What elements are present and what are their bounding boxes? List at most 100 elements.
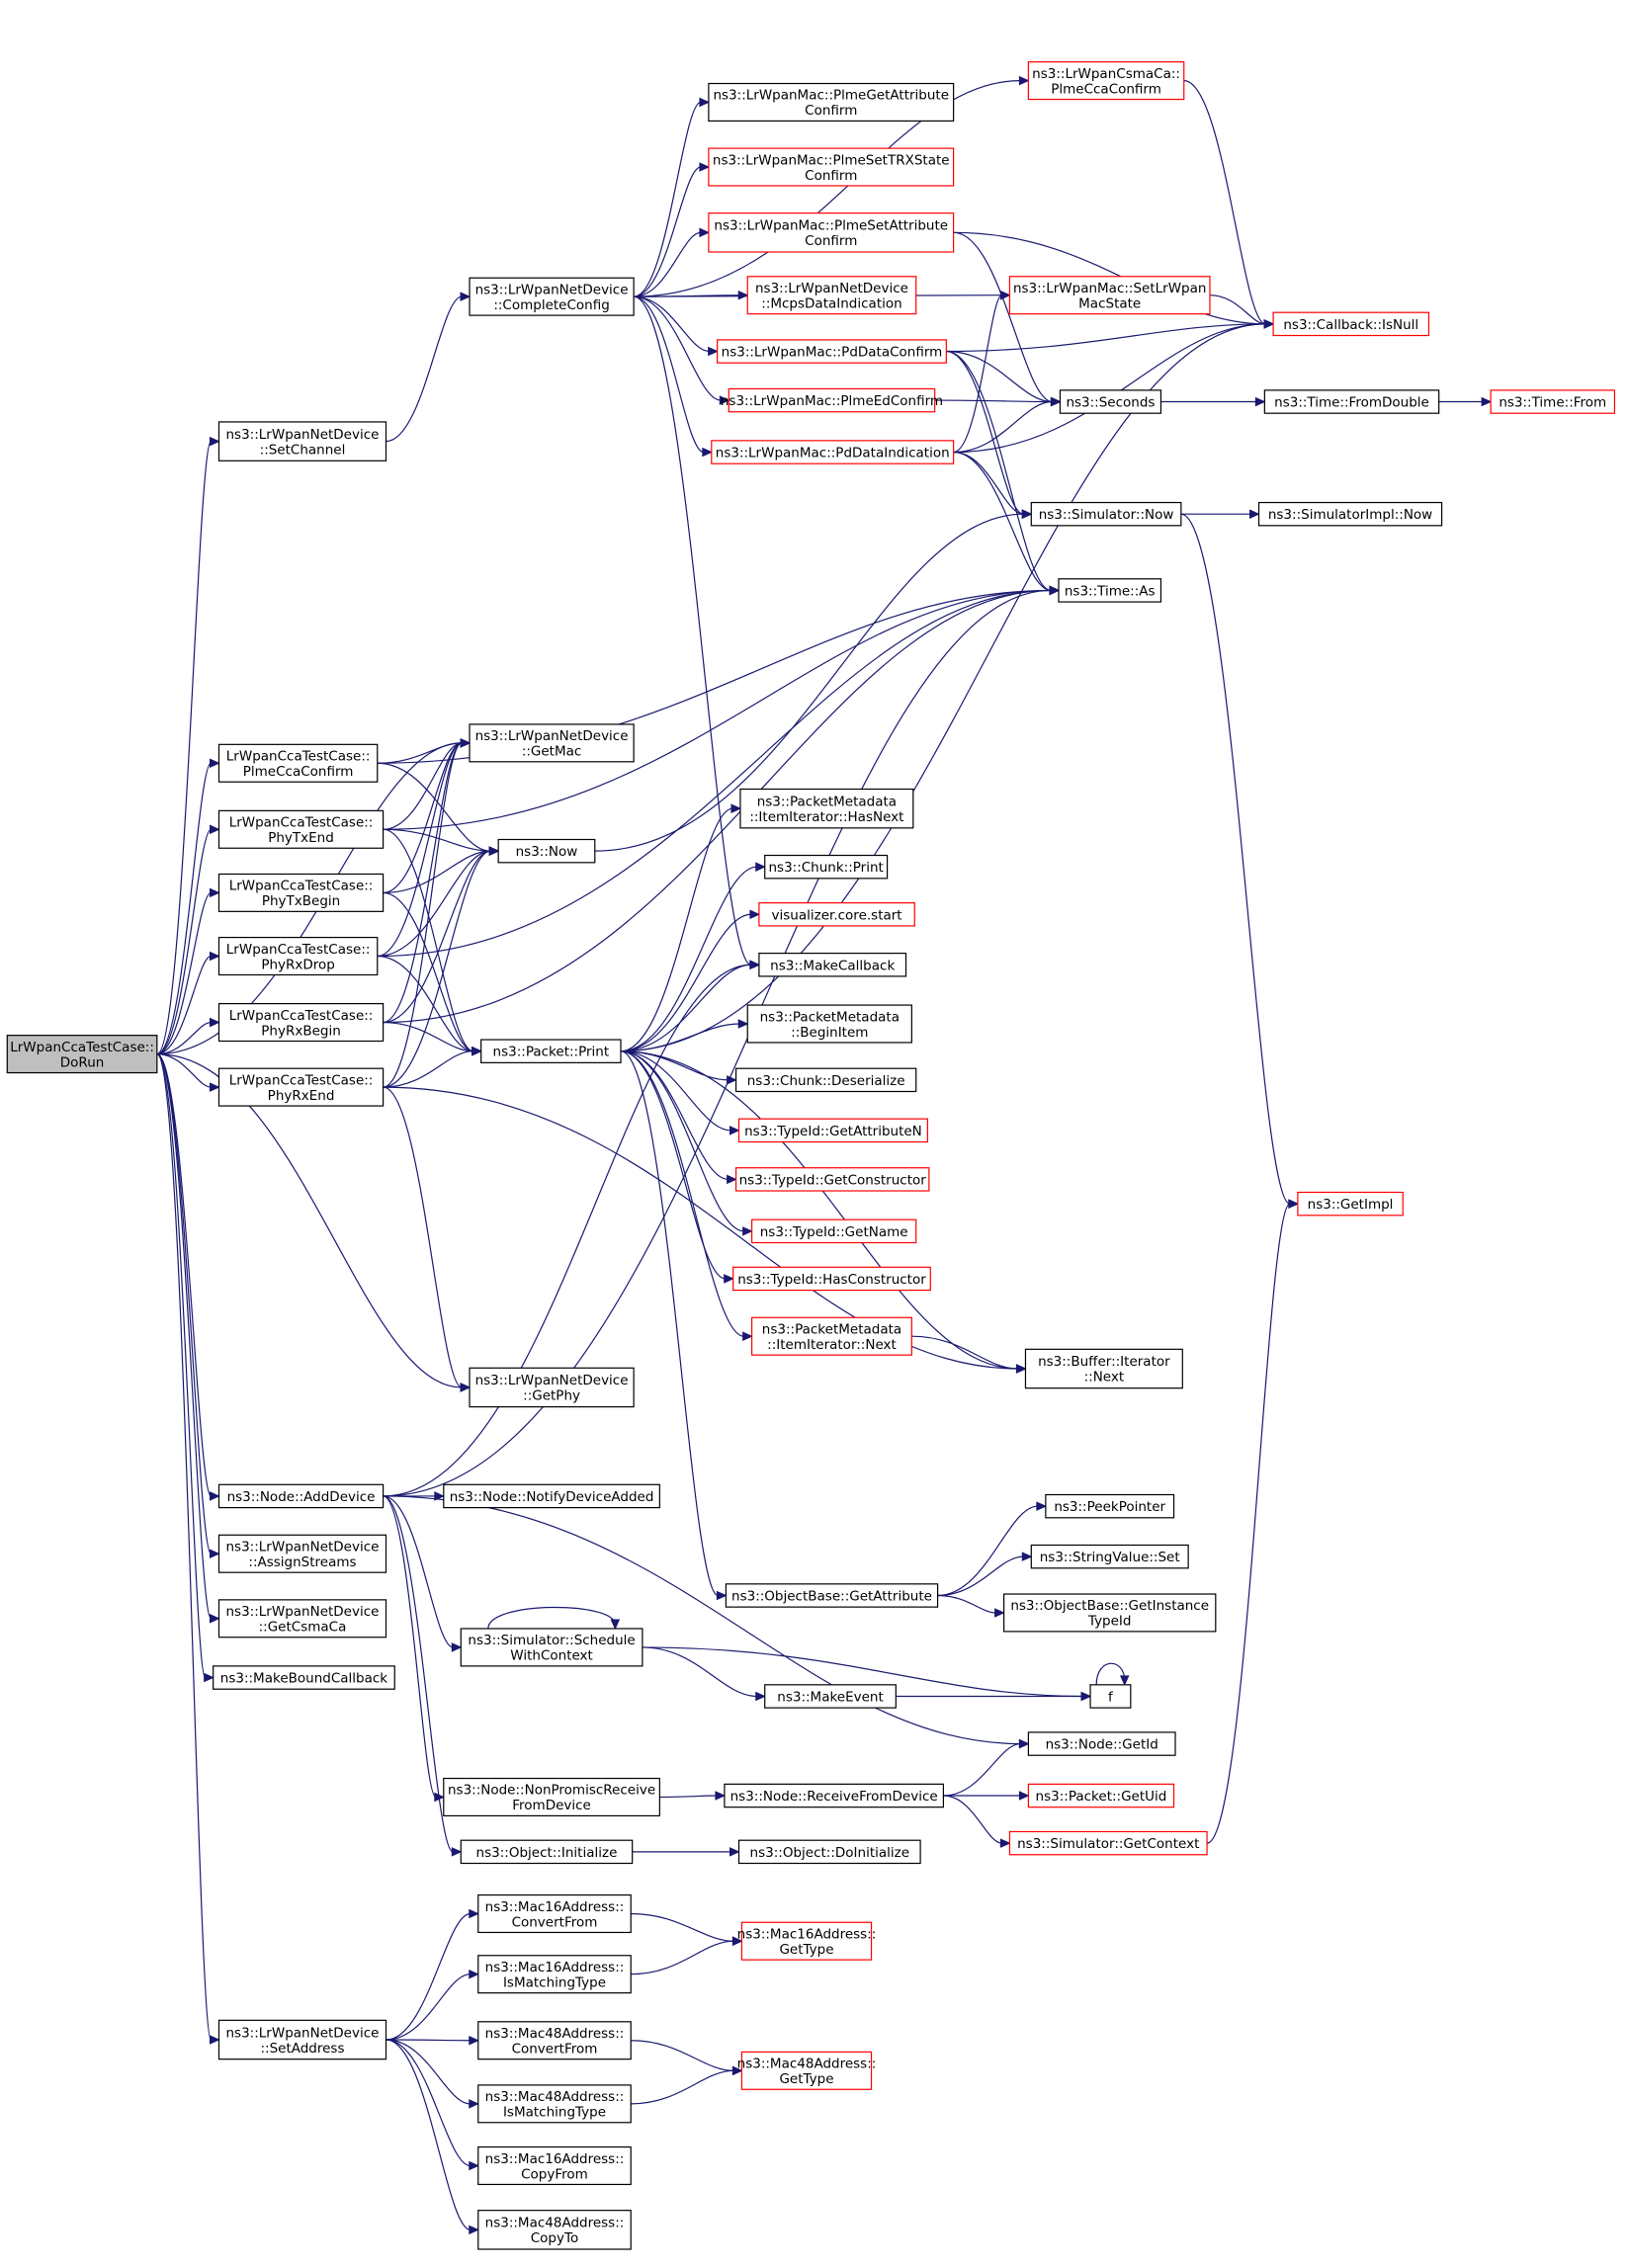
node-getImpl[interactable]: ns3::GetImpl — [1297, 1191, 1404, 1217]
node-pdDataIndication[interactable]: ns3::LrWpanMac::PdDataIndication — [711, 440, 955, 464]
arrowhead — [209, 2035, 220, 2045]
node-getMac[interactable]: ns3::LrWpanNetDevice::GetMac — [469, 723, 635, 763]
node-assignStreams[interactable]: ns3::LrWpanNetDevice::AssignStreams — [217, 1534, 387, 1573]
call-edge-phyRxEnd-to-getMac — [383, 738, 472, 1088]
node-box — [708, 147, 955, 187]
node-objInitialize[interactable]: ns3::Object::Initialize — [460, 1839, 634, 1865]
node-m16ConvertFrom[interactable]: ns3::Mac16Address::ConvertFrom — [477, 1893, 632, 1934]
node-makeCallback[interactable]: ns3::MakeCallback — [758, 953, 907, 977]
node-bufIterNext[interactable]: ns3::Buffer::Iterator::Next — [1024, 1348, 1183, 1389]
node-m16IsMatching[interactable]: ns3::Mac16Address::IsMatchingType — [477, 1955, 632, 1994]
node-tidGetCtor[interactable]: ns3::TypeId::GetConstructor — [734, 1167, 930, 1192]
arrowhead — [469, 2160, 479, 2171]
node-f[interactable]: f — [1089, 1684, 1132, 1709]
node-packetPrint[interactable]: ns3::Packet::Print — [480, 1039, 622, 1063]
node-m16GetType[interactable]: ns3::Mac16Address::GetType — [737, 1921, 877, 1961]
node-box — [217, 1599, 387, 1638]
node-label: ns3::LrWpanNetDevice — [755, 281, 908, 296]
call-edge-packetPrint-to-tidGetName — [621, 1050, 753, 1236]
node-doRun[interactable]: LrWpanCcaTestCase::DoRun — [6, 1035, 158, 1074]
node-getPhy[interactable]: ns3::LrWpanNetDevice::GetPhy — [469, 1367, 635, 1408]
call-edge-m48IsMatching-to-m48GetType — [631, 2065, 743, 2105]
node-m48GetType[interactable]: ns3::Mac48Address::GetType — [737, 2051, 877, 2090]
node-box — [737, 1839, 921, 1865]
call-edge-setAddress-to-m48ConvertFrom — [386, 2035, 479, 2046]
call-edge-setChannel-to-completeConfig — [386, 292, 472, 443]
node-simImplNow[interactable]: ns3::SimulatorImpl::Now — [1257, 501, 1443, 527]
node-phyRxDrop[interactable]: LrWpanCcaTestCase::PhyRxDrop — [217, 936, 379, 976]
node-label: ns3::Node::NotifyDeviceAdded — [450, 1489, 654, 1505]
node-csmaCcaConfirm[interactable]: ns3::LrWpanCsmaCa::PlmeCcaConfirm — [1027, 61, 1185, 101]
node-m16CopyFrom[interactable]: ns3::Mac16Address::CopyFrom — [477, 2145, 632, 2186]
call-edge-objGetAttr-to-strValueSet — [937, 1552, 1033, 1597]
node-box — [1257, 501, 1443, 527]
node-box — [497, 838, 596, 864]
node-vizStart[interactable]: visualizer.core.start — [758, 902, 915, 927]
node-box — [725, 1583, 939, 1608]
node-callbackIsNull[interactable]: ns3::Callback::IsNull — [1272, 311, 1430, 337]
node-label: CopyFrom — [521, 2166, 588, 2182]
node-label: LrWpanCcaTestCase:: — [229, 815, 374, 831]
node-mcpsData[interactable]: ns3::LrWpanNetDevice::McpsDataIndication — [746, 276, 917, 315]
node-pktBeginItem[interactable]: ns3::PacketMetadata::BeginItem — [746, 1004, 912, 1044]
node-pdDataConfirm[interactable]: ns3::LrWpanMac::PdDataConfirm — [717, 339, 947, 364]
node-tidGetAttrN[interactable]: ns3::TypeId::GetAttributeN — [737, 1118, 928, 1143]
node-box — [443, 1483, 660, 1509]
node-timeFromDouble[interactable]: ns3::Time::FromDouble — [1263, 389, 1440, 414]
node-label: ns3::TypeId::GetName — [760, 1224, 908, 1240]
node-tidGetName[interactable]: ns3::TypeId::GetName — [751, 1218, 917, 1244]
node-makeBoundCallback[interactable]: ns3::MakeBoundCallback — [213, 1665, 395, 1690]
node-chunkPrint[interactable]: ns3::Chunk::Print — [764, 854, 889, 880]
node-plmeCcaConfirmTC[interactable]: LrWpanCcaTestCase::PlmeCcaConfirm — [217, 743, 379, 783]
node-now[interactable]: ns3::Now — [497, 838, 596, 864]
node-simGetContext[interactable]: ns3::Simulator::GetContext — [1008, 1830, 1208, 1856]
node-phyRxEnd[interactable]: LrWpanCcaTestCase::PhyRxEnd — [217, 1067, 385, 1107]
node-makeEvent[interactable]: ns3::MakeEvent — [764, 1684, 897, 1709]
node-pktItemHasNext[interactable]: ns3::PacketMetadata::ItemIterator::HasNe… — [739, 788, 914, 829]
node-setChannel[interactable]: ns3::LrWpanNetDevice::SetChannel — [217, 421, 387, 462]
node-m48IsMatching[interactable]: ns3::Mac48Address::IsMatchingType — [477, 2084, 632, 2124]
node-timeFrom[interactable]: ns3::Time::From — [1490, 389, 1616, 414]
node-strValueSet[interactable]: ns3::StringValue::Set — [1030, 1544, 1189, 1569]
node-getCsmaCa[interactable]: ns3::LrWpanNetDevice::GetCsmaCa — [217, 1599, 387, 1638]
node-phyTxBegin[interactable]: LrWpanCcaTestCase::PhyTxBegin — [217, 873, 385, 912]
arrowhead — [472, 1046, 482, 1056]
node-objGetAttr[interactable]: ns3::ObjectBase::GetAttribute — [725, 1583, 939, 1608]
node-chunkDeserialize[interactable]: ns3::Chunk::Deserialize — [734, 1067, 917, 1093]
arrowhead — [724, 1274, 734, 1284]
node-phyTxEnd[interactable]: LrWpanCcaTestCase::PhyTxEnd — [217, 809, 385, 849]
node-label: f — [1108, 1689, 1114, 1705]
node-box — [1030, 501, 1182, 527]
node-addDevice[interactable]: ns3::Node::AddDevice — [217, 1483, 385, 1509]
node-seconds[interactable]: ns3::Seconds — [1059, 389, 1162, 414]
node-tidHasCtor[interactable]: ns3::TypeId::HasConstructor — [732, 1266, 931, 1292]
node-completeConfig[interactable]: ns3::LrWpanNetDevice::CompleteConfig — [469, 277, 635, 316]
node-nodeGetId[interactable]: ns3::Node::GetId — [1027, 1731, 1176, 1756]
arrowhead — [994, 1608, 1005, 1618]
node-label: ns3::Object::DoInitialize — [750, 1845, 910, 1861]
node-label: ::GetCsmaCa — [259, 1620, 347, 1636]
node-plmeEdConfirm[interactable]: ns3::LrWpanMac::PlmeEdConfirm — [721, 387, 943, 413]
node-notifyDeviceAdded[interactable]: ns3::Node::NotifyDeviceAdded — [443, 1483, 660, 1509]
node-pktGetUid[interactable]: ns3::Packet::GetUid — [1027, 1783, 1175, 1808]
call-edge-setAddress-to-m16CopyFrom — [386, 2039, 479, 2171]
node-setAddress[interactable]: ns3::LrWpanNetDevice::SetAddress — [217, 2019, 387, 2060]
node-peekPointer[interactable]: ns3::PeekPointer — [1045, 1493, 1175, 1519]
node-simNow[interactable]: ns3::Simulator::Now — [1030, 501, 1182, 527]
node-recvFromDevice[interactable]: ns3::Node::ReceiveFromDevice — [724, 1783, 945, 1808]
arrowhead — [1080, 1691, 1092, 1702]
node-m48CopyTo[interactable]: ns3::Mac48Address::CopyTo — [477, 2210, 632, 2250]
node-timeAs[interactable]: ns3::Time::As — [1058, 578, 1162, 603]
node-m48ConvertFrom[interactable]: ns3::Mac48Address::ConvertFrom — [477, 2021, 632, 2060]
node-pktItemNext[interactable]: ns3::PacketMetadata::ItemIterator::Next — [751, 1316, 912, 1356]
call-edge-phyRxDrop-to-getMac — [377, 738, 472, 958]
node-phyRxBegin[interactable]: LrWpanCcaTestCase::PhyRxBegin — [217, 1003, 385, 1043]
node-objDoInit[interactable]: ns3::Object::DoInitialize — [737, 1839, 921, 1865]
